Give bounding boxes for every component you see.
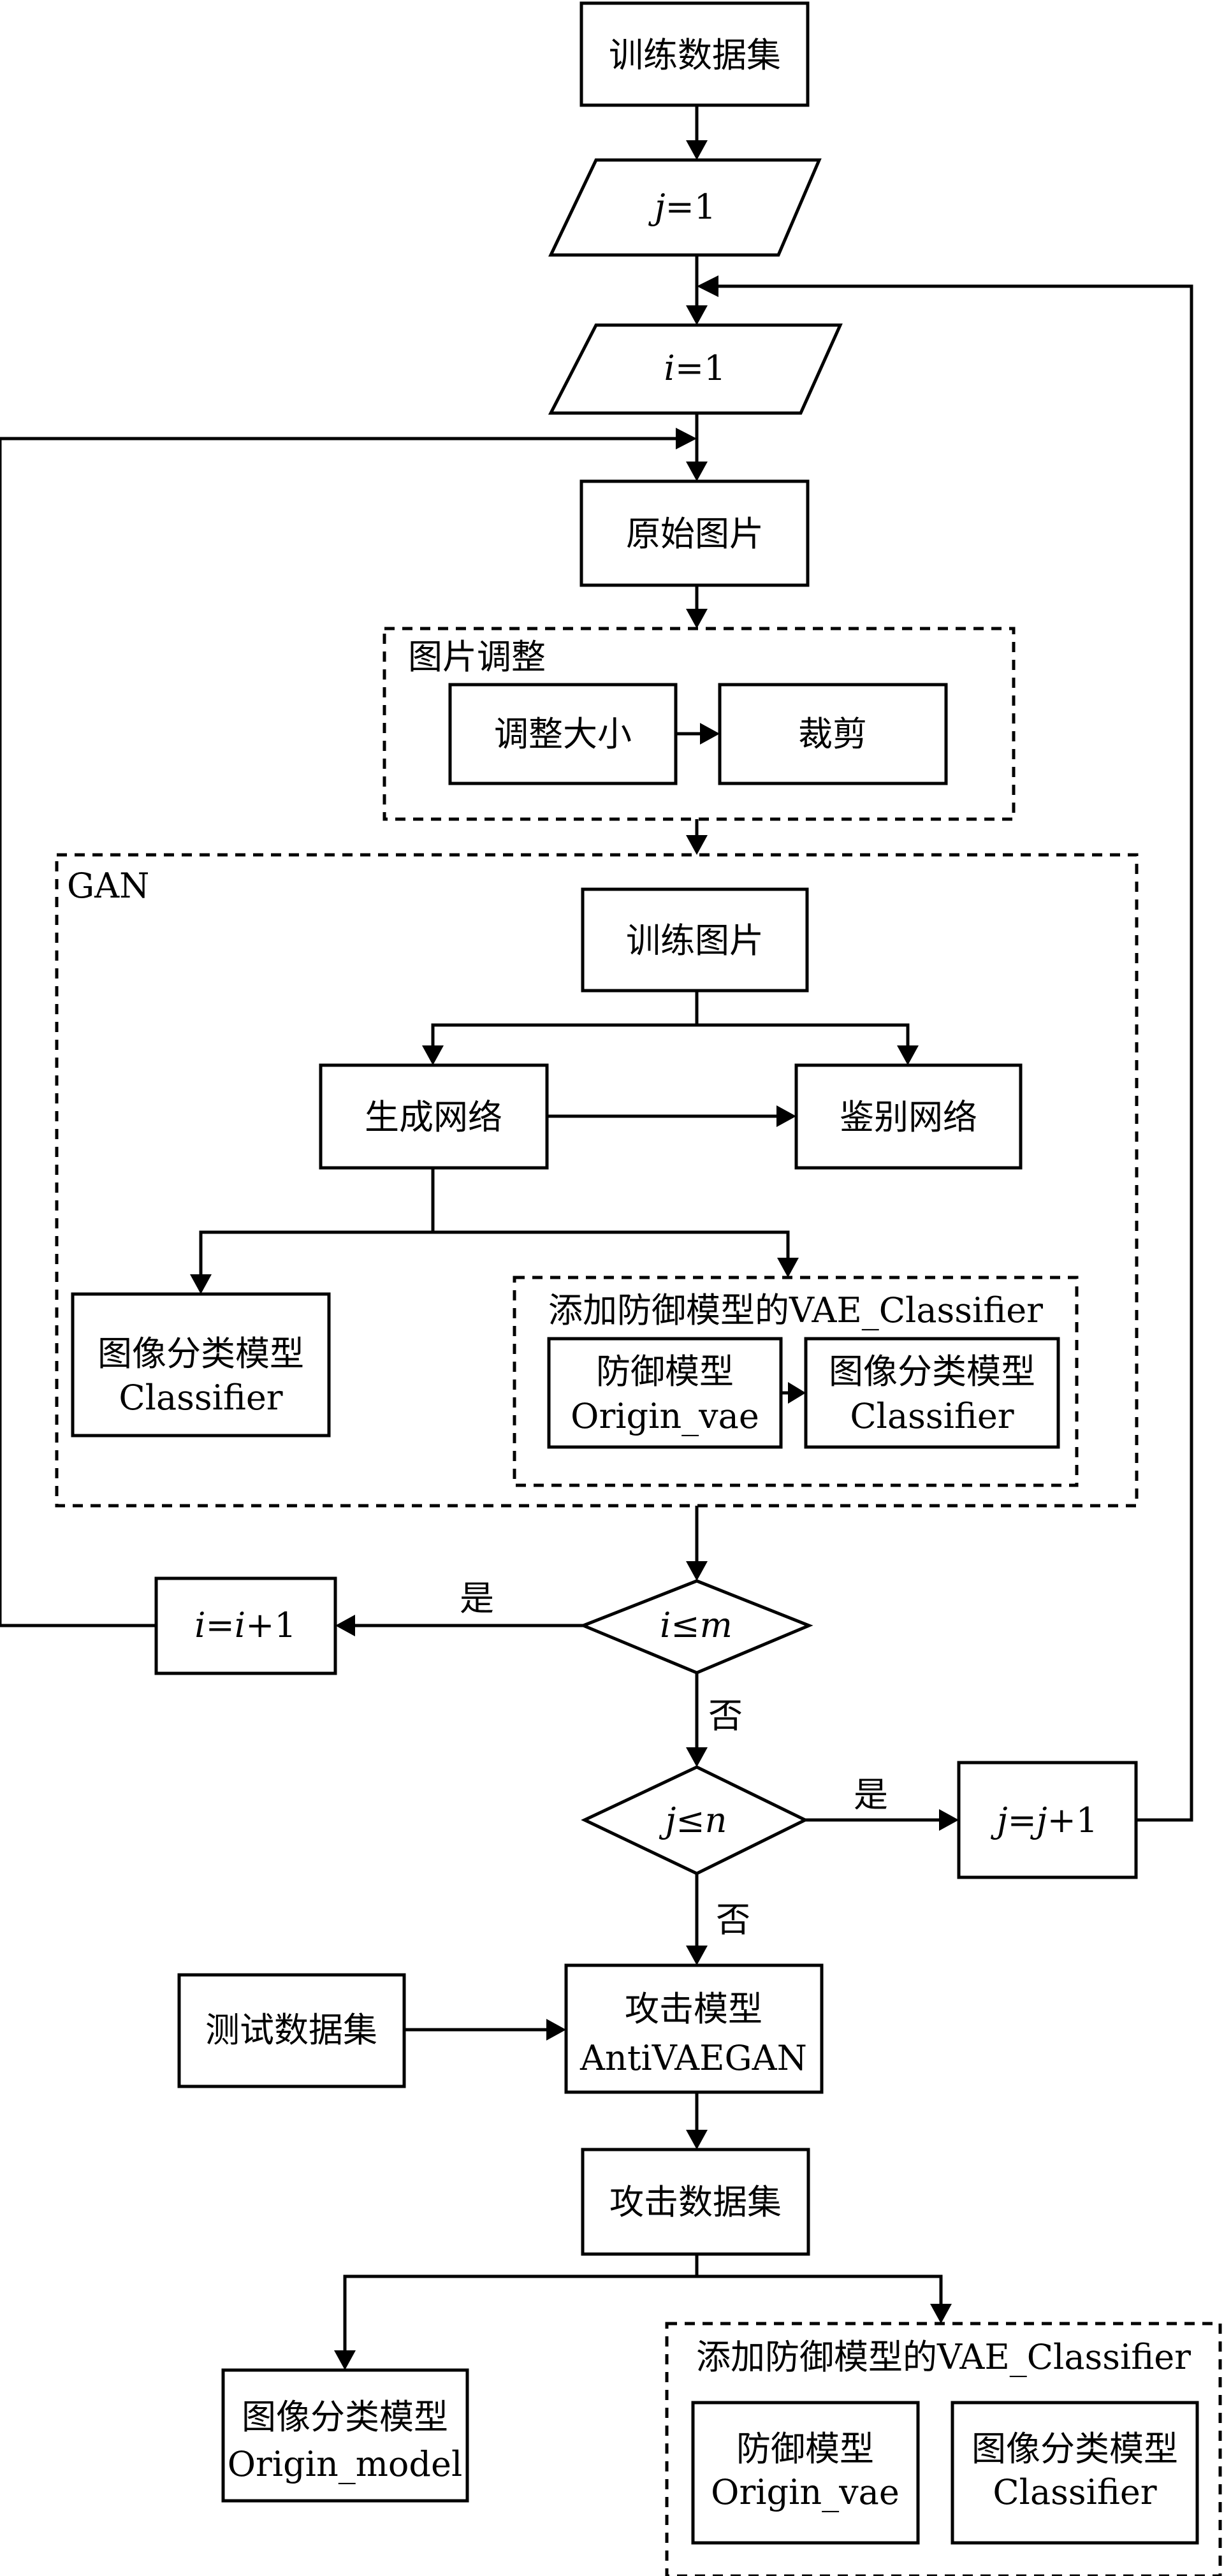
node-crop: 裁剪: [718, 683, 948, 785]
node-i-increment: i=i+1: [154, 1576, 337, 1675]
edge-generator-to-vae: [433, 1230, 790, 1258]
edge-train-image-split: [431, 991, 699, 1045]
node-defense-bottom: 防御模型 Origin_vae: [691, 2401, 920, 2545]
arrowhead: [686, 2130, 708, 2150]
arrowhead: [686, 305, 708, 325]
group-image-adjust: 图片调整: [382, 627, 1016, 821]
arrowhead: [422, 1045, 444, 1065]
node-train-image-label: 训练图片: [626, 921, 764, 961]
node-resize: 调整大小: [448, 683, 678, 785]
arrowhead: [777, 1258, 799, 1277]
group-vae-classifier-bottom: 添加防御模型的VAE_Classifier: [665, 2322, 1222, 2576]
node-vae-classifier-gan-line2: Classifier: [850, 1396, 1014, 1436]
arrowhead: [930, 2304, 952, 2324]
node-defense-gan-line1: 防御模型: [596, 1351, 734, 1392]
group-gan-label: GAN: [67, 866, 149, 906]
arrowhead: [686, 140, 708, 160]
node-train-dataset: 训练数据集: [579, 1, 810, 107]
node-cond-i-label: i≤m: [660, 1605, 732, 1645]
arrowhead: [686, 1561, 708, 1581]
node-i-init: i=1: [548, 323, 843, 415]
node-attack-model-line2: AntiVAEGAN: [579, 2038, 807, 2078]
node-vae-classifier-gan-line1: 图像分类模型: [829, 1351, 1035, 1392]
arrowhead: [546, 2019, 566, 2041]
arrowhead: [897, 1045, 919, 1065]
node-vae-classifier-bottom-line1: 图像分类模型: [972, 2429, 1178, 2469]
node-crop-label: 裁剪: [798, 714, 867, 754]
arrowhead: [686, 609, 708, 629]
edge-label-yes-i: 是: [460, 1578, 494, 1619]
edge-i-loop: [0, 437, 676, 1627]
node-cond-j-label: j≤n: [659, 1800, 727, 1840]
node-origin-classifier-line2: Origin_model: [228, 2444, 462, 2484]
node-discriminator-label: 鉴别网络: [840, 1097, 977, 1137]
node-vae-classifier-bottom: 图像分类模型 Classifier: [951, 2401, 1199, 2545]
arrowhead: [700, 723, 720, 745]
node-resize-label: 调整大小: [494, 714, 632, 754]
node-j-increment-label: j=j+1: [991, 1800, 1098, 1840]
node-train-dataset-label: 训练数据集: [609, 35, 781, 75]
node-j-init: j=1: [548, 158, 822, 257]
node-cond-i: i≤m: [579, 1579, 813, 1675]
node-cond-j: j≤n: [581, 1765, 809, 1875]
node-classifier-gan: 图像分类模型 Classifier: [71, 1292, 331, 1437]
node-discriminator: 鉴别网络: [794, 1063, 1023, 1170]
group-vae-classifier-bottom-label: 添加防御模型的VAE_Classifier: [696, 2337, 1191, 2377]
connectors: [0, 105, 1193, 2370]
node-attack-model: 攻击模型 AntiVAEGAN: [564, 1963, 824, 2094]
arrowhead: [676, 428, 697, 449]
arrowhead: [334, 2350, 356, 2370]
node-generator-label: 生成网络: [365, 1097, 502, 1137]
edge-attack-dataset-to-vae: [697, 2274, 943, 2304]
node-classifier-gan-line2: Classifier: [119, 1378, 282, 1418]
edge-generator-split: [199, 1168, 435, 1274]
edge-train-image-to-discriminator: [697, 1023, 910, 1045]
edge-attack-dataset-split: [343, 2254, 699, 2350]
node-test-dataset: 测试数据集: [177, 1973, 406, 2088]
node-vae-classifier-bottom-line2: Classifier: [993, 2472, 1156, 2512]
node-i-increment-label: i=i+1: [194, 1605, 296, 1645]
node-defense-bottom-line1: 防御模型: [736, 2429, 874, 2469]
edge-j-loop: [718, 284, 1193, 1822]
arrowhead: [788, 1382, 806, 1404]
node-attack-dataset-label: 攻击数据集: [609, 2182, 782, 2222]
group-vae-classifier-gan-label: 添加防御模型的VAE_Classifier: [548, 1290, 1043, 1330]
edge-label-no-i: 否: [708, 1696, 743, 1736]
node-defense-gan: 防御模型 Origin_vae: [547, 1337, 783, 1449]
arrowhead: [686, 1946, 708, 1965]
node-test-dataset-label: 测试数据集: [205, 2010, 377, 2050]
edge-label-yes-j: 是: [854, 1775, 888, 1815]
edge-label-no-j: 否: [716, 1900, 750, 1940]
arrowhead: [686, 462, 708, 481]
node-j-increment: j=j+1: [957, 1761, 1138, 1879]
arrowhead: [939, 1809, 959, 1831]
node-origin-classifier-line1: 图像分类模型: [242, 2397, 448, 2437]
arrowhead: [686, 1747, 708, 1767]
arrowhead: [697, 275, 718, 297]
node-i-init-label: i=1: [664, 348, 726, 388]
arrowhead: [686, 835, 708, 855]
node-j-init-label: j=1: [648, 187, 716, 227]
group-gan: GAN: [55, 853, 1139, 1508]
arrowhead: [190, 1274, 212, 1294]
node-generator: 生成网络: [319, 1063, 549, 1170]
node-defense-bottom-line2: Origin_vae: [711, 2472, 900, 2512]
arrowhead: [335, 1615, 355, 1636]
node-classifier-gan-line1: 图像分类模型: [98, 1334, 304, 1374]
node-origin-classifier: 图像分类模型 Origin_model: [221, 2368, 469, 2503]
node-defense-gan-line2: Origin_vae: [571, 1396, 759, 1436]
node-original-image-label: 原始图片: [626, 514, 764, 554]
group-image-adjust-label: 图片调整: [408, 637, 546, 677]
node-original-image: 原始图片: [579, 479, 810, 587]
node-vae-classifier-gan: 图像分类模型 Classifier: [804, 1337, 1060, 1449]
node-attack-model-line1: 攻击模型: [625, 1989, 762, 2029]
arrowhead: [776, 1105, 796, 1127]
node-attack-dataset: 攻击数据集: [581, 2148, 810, 2256]
node-train-image: 训练图片: [581, 887, 809, 993]
group-vae-classifier-gan: 添加防御模型的VAE_Classifier: [513, 1276, 1079, 1487]
